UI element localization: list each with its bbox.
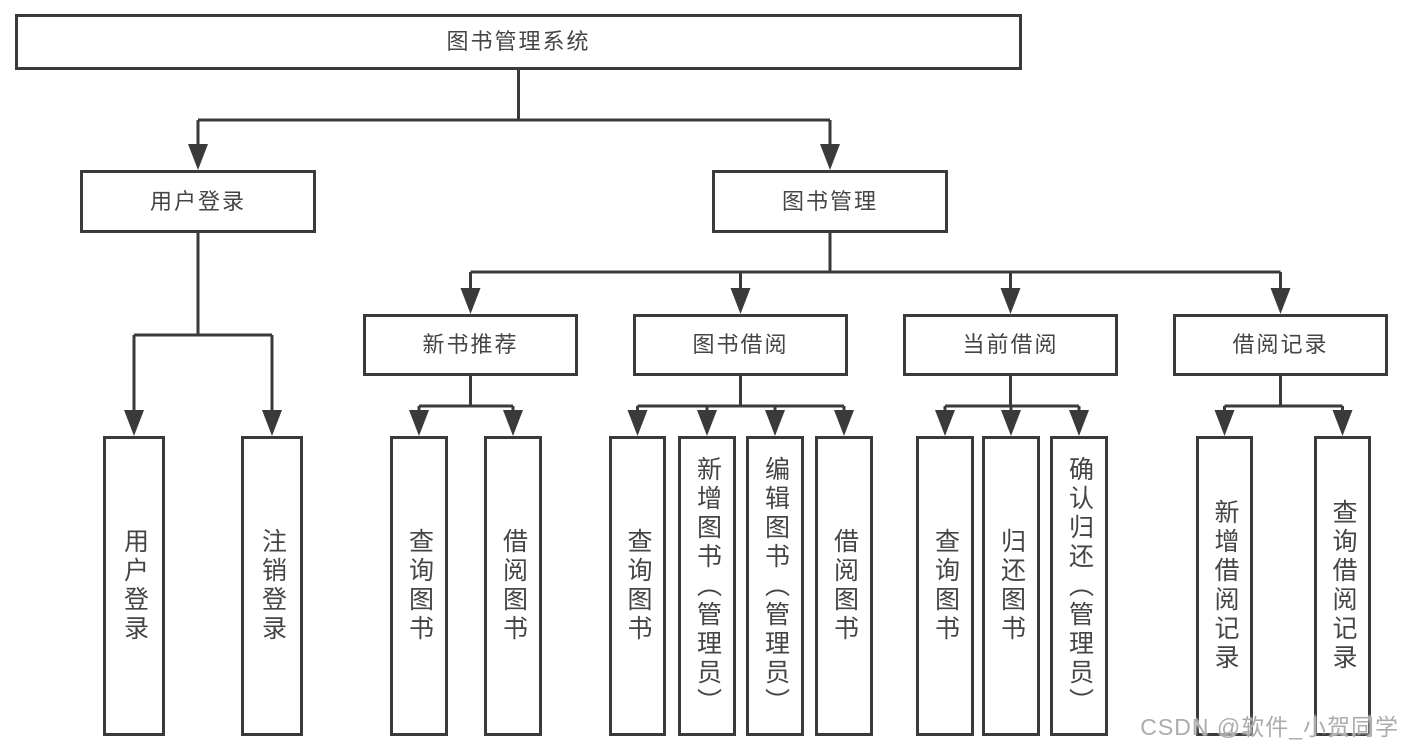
arrow-down-icon — [1270, 288, 1291, 314]
branch-book-borrow — [627, 376, 854, 436]
arrow-down-icon — [409, 410, 429, 436]
arrow-down-icon — [188, 144, 208, 170]
branch-user-login — [124, 233, 282, 436]
node-current-borrow: 当前借阅 — [903, 314, 1118, 376]
leaf-label: 借阅图书 — [830, 528, 859, 644]
arrow-down-icon — [1069, 410, 1089, 436]
node-new-books-label: 新书推荐 — [422, 332, 519, 357]
leaf-label: 确认归还（管理员） — [1065, 455, 1094, 717]
node-user-login: 用户登录 — [80, 170, 316, 233]
branch-root — [188, 70, 840, 170]
node-user-login-label: 用户登录 — [149, 188, 246, 214]
branch-current-borrow — [935, 376, 1089, 436]
branch-new-books — [409, 376, 523, 436]
leaf-label: 查询图书 — [405, 528, 434, 644]
leaf-label: 注销登录 — [258, 528, 287, 644]
leaf-borrow-books-newbooks: 借阅图书 — [484, 436, 542, 736]
leaf-label: 新增图书（管理员） — [693, 455, 722, 717]
node-root: 图书管理系统 — [15, 14, 1022, 70]
arrow-down-icon — [935, 410, 955, 436]
leaf-add-borrow-record: 新增借阅记录 — [1196, 436, 1253, 736]
leaf-return-books: 归还图书 — [982, 436, 1040, 736]
leaf-label: 借阅图书 — [499, 528, 528, 644]
arrow-down-icon — [503, 410, 523, 436]
leaf-confirm-return-admin: 确认归还（管理员） — [1050, 436, 1108, 736]
node-book-borrow-label: 图书借阅 — [692, 332, 789, 357]
leaf-add-books-admin: 新增图书（管理员） — [678, 436, 736, 736]
arrow-down-icon — [262, 410, 282, 436]
leaf-logout: 注销登录 — [241, 436, 303, 736]
watermark: CSDN @软件_小贺同学 — [1140, 714, 1399, 740]
branch-book-management — [460, 233, 1291, 314]
leaf-query-borrow-record: 查询借阅记录 — [1314, 436, 1371, 736]
leaf-query-books-current: 查询图书 — [916, 436, 974, 736]
node-current-borrow-label: 当前借阅 — [962, 332, 1059, 357]
leaf-label: 编辑图书（管理员） — [761, 455, 790, 717]
leaf-user-login: 用户登录 — [103, 436, 165, 736]
node-borrow-records: 借阅记录 — [1173, 314, 1388, 376]
arrow-down-icon — [1000, 288, 1021, 314]
leaf-label: 查询图书 — [624, 528, 652, 644]
leaf-borrow-books-borrow: 借阅图书 — [815, 436, 873, 736]
node-book-management: 图书管理 — [712, 170, 948, 233]
arrow-down-icon — [1001, 410, 1021, 436]
arrow-down-icon — [834, 410, 854, 436]
arrow-down-icon — [697, 410, 717, 436]
arrow-down-icon — [627, 410, 648, 436]
arrow-down-icon — [124, 410, 144, 436]
leaf-label: 归还图书 — [997, 528, 1026, 644]
arrow-down-icon — [1214, 410, 1235, 436]
node-new-books: 新书推荐 — [363, 314, 578, 376]
arrow-down-icon — [730, 288, 751, 314]
arrow-down-icon — [1332, 410, 1353, 436]
leaf-label: 新增借阅记录 — [1211, 499, 1239, 673]
branch-borrow-records — [1214, 376, 1353, 436]
node-book-borrow: 图书借阅 — [633, 314, 848, 376]
node-borrow-records-label: 借阅记录 — [1232, 332, 1329, 357]
arrow-down-icon — [460, 288, 481, 314]
node-book-management-label: 图书管理 — [781, 188, 878, 214]
leaf-label: 查询借阅记录 — [1329, 499, 1357, 673]
node-root-label: 图书管理系统 — [446, 29, 591, 54]
leaf-query-books-borrow: 查询图书 — [609, 436, 666, 736]
arrow-down-icon — [765, 410, 785, 436]
arrow-down-icon — [820, 144, 840, 170]
leaf-query-books-newbooks: 查询图书 — [390, 436, 448, 736]
leaf-label: 查询图书 — [931, 528, 960, 644]
leaf-edit-books-admin: 编辑图书（管理员） — [746, 436, 804, 736]
leaf-label: 用户登录 — [120, 528, 149, 644]
